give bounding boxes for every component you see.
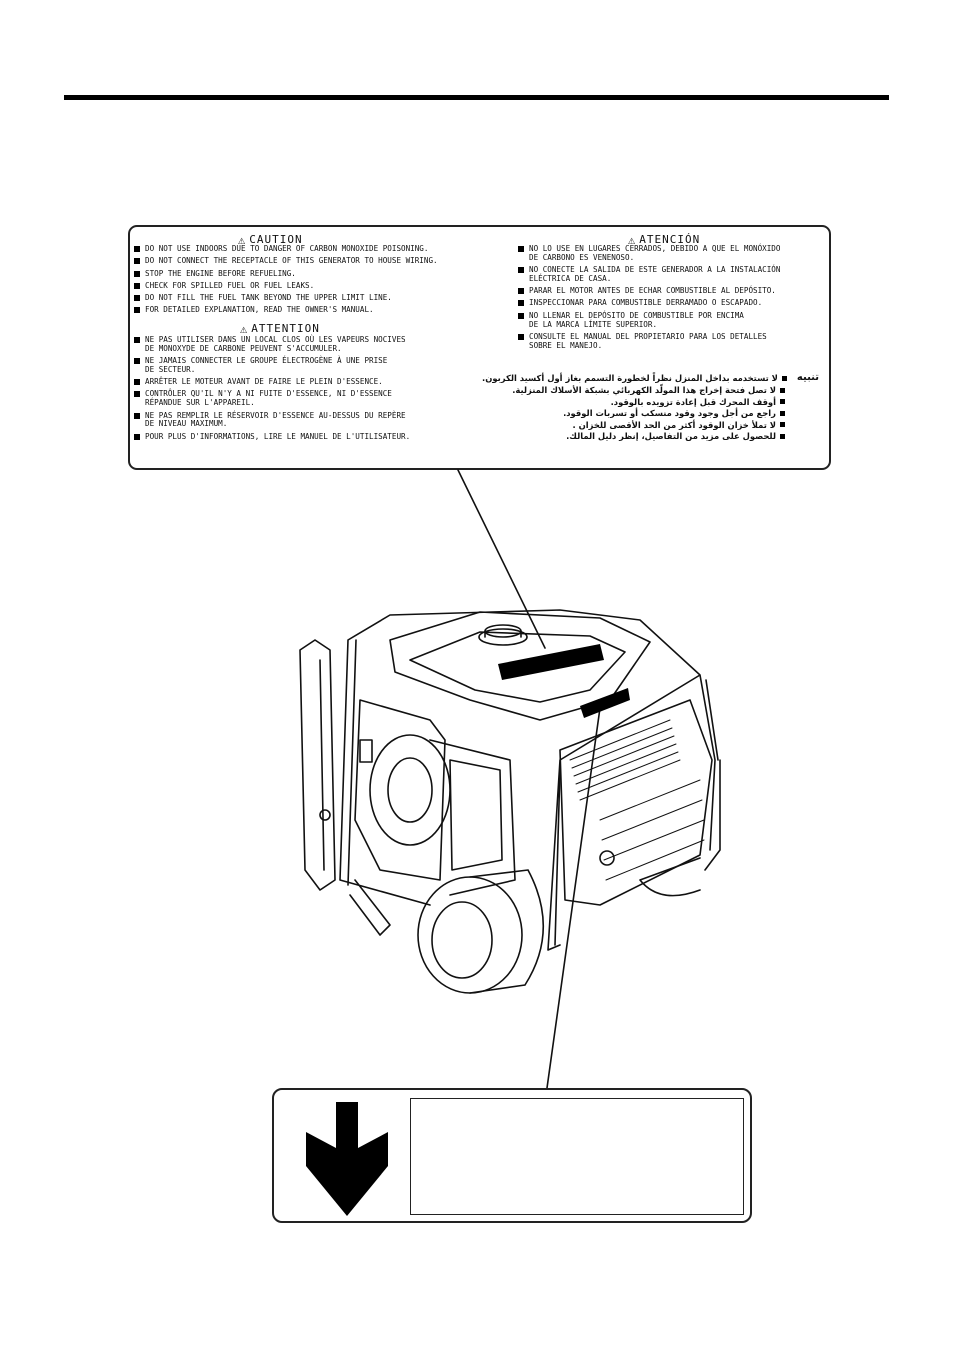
- bullet-square-icon: [780, 422, 785, 428]
- caution-list-fr: NE PAS UTILISER DANS UN LOCAL CLOS OÙ LE…: [134, 335, 410, 445]
- bullet-square-icon: [518, 267, 524, 274]
- bullet-square-icon: [134, 391, 140, 398]
- bullet-square-icon: [134, 358, 140, 365]
- caution-item-fr: CONTRÔLER QU'IL N'Y A NI FUITE D'ESSENCE…: [134, 390, 410, 408]
- leader-line-side: [546, 707, 601, 1089]
- caution-item-es: NO LO USE EN LUGARES CERRADOS, DEBIDO A …: [518, 244, 780, 263]
- warning-triangle-icon: ⚠: [238, 232, 247, 247]
- leader-line-top: [457, 469, 546, 649]
- caution-item-es: NO CONECTE LA SALIDA DE ESTE GENERADOR A…: [518, 265, 780, 284]
- bullet-square-icon: [518, 300, 524, 307]
- bullet-square-icon: [518, 312, 524, 319]
- caution-item-en: DO NOT CONNECT THE RECEPTACLE OF THIS GE…: [134, 256, 438, 266]
- bullet-square-icon: [518, 246, 524, 252]
- caution-heading-es: ⚠ ATENCIÓN: [628, 232, 701, 247]
- bullet-square-icon: [781, 375, 787, 381]
- bullet-square-icon: [134, 433, 140, 440]
- bullet-square-icon: [134, 412, 140, 419]
- warning-triangle-icon: ⚠: [628, 232, 637, 247]
- caution-list-en: DO NOT USE INDOORS DUE TO DANGER OF CARB…: [134, 244, 438, 319]
- bullet-square-icon: [134, 379, 140, 386]
- caution-item-ar: للحصول على مزيد من التفاصيل، إنظر دليل ا…: [482, 431, 785, 441]
- bullet-square-icon: [134, 282, 140, 289]
- bullet-square-icon: [134, 295, 140, 302]
- caution-item-fr: NE PAS UTILISER DANS UN LOCAL CLOS OÙ LE…: [134, 335, 410, 354]
- caution-item-fr: NE PAS REMPLIR LE RÉSERVOIR D'ESSENCE AU…: [134, 411, 410, 430]
- bullet-square-icon: [518, 333, 524, 340]
- caution-item-en: DO NOT USE INDOORS DUE TO DANGER OF CARB…: [134, 244, 438, 254]
- top-rule: [64, 95, 889, 100]
- bullet-square-icon: [780, 410, 785, 416]
- bullet-square-icon: [780, 387, 785, 393]
- bullet-square-icon: [134, 307, 140, 314]
- caution-item-en: STOP THE ENGINE BEFORE REFUELING.: [134, 269, 438, 279]
- warning-triangle-icon: ⚠: [240, 321, 249, 336]
- caution-item-ar: لا تصل فتحة إخراج هذا المولّد الكهربائي …: [482, 385, 785, 395]
- sticker-blank-panel: [410, 1098, 744, 1215]
- label-patch-top: [498, 644, 604, 680]
- caution-heading-fr: ⚠ ATTENTION: [240, 321, 320, 336]
- caution-item-ar: أوقف المحرك قبل إعادة تزويده بالوقود.: [482, 397, 785, 407]
- caution-item-fr: POUR PLUS D'INFORMATIONS, LIRE LE MANUEL…: [134, 432, 410, 442]
- caution-item-en: FOR DETAILED EXPLANATION, READ THE OWNER…: [134, 306, 438, 315]
- caution-item-es: INSPECCIONAR PARA COMBUSTIBLE DERRAMADO …: [518, 299, 780, 308]
- bullet-square-icon: [518, 288, 524, 295]
- caution-item-en: CHECK FOR SPILLED FUEL OR FUEL LEAKS.: [134, 281, 438, 291]
- caution-item-ar: راجع من أجل وجود وقود منسكب أو تسربات ال…: [482, 408, 785, 418]
- caution-item-fr: ARRÊTER LE MOTEUR AVANT DE FAIRE LE PLEI…: [134, 377, 410, 387]
- bullet-square-icon: [134, 270, 140, 277]
- bullet-square-icon: [780, 399, 785, 405]
- caution-item-fr: NE JAMAIS CONNECTER LE GROUPE ÉLECTROGÈN…: [134, 356, 410, 375]
- caution-heading-en: ⚠ CAUTION: [238, 232, 303, 247]
- bullet-square-icon: [134, 246, 140, 252]
- caution-item-ar: لا تملأ خزان الوقود أكثر من الحد الأقصى …: [482, 420, 785, 430]
- caution-item-en: DO NOT FILL THE FUEL TANK BEYOND THE UPP…: [134, 293, 438, 303]
- caution-item-es: PARAR EL MOTOR ANTES DE ECHAR COMBUSTIBL…: [518, 286, 780, 296]
- bullet-square-icon: [134, 258, 140, 265]
- caution-item-es: CONSULTE EL MANUAL DEL PROPIETARIO PARA …: [518, 332, 780, 351]
- bullet-square-icon: [134, 337, 140, 343]
- caution-label: ⚠ CAUTION DO NOT USE INDOORS DUE TO DANG…: [128, 225, 831, 470]
- caution-item-es: NO LLENAR EL DEPÓSITO DE COMBUSTIBLE POR…: [518, 311, 780, 330]
- arrow-sticker: [272, 1088, 752, 1223]
- bullet-square-icon: [780, 433, 785, 439]
- caution-heading-ar: تنبيه: [796, 372, 819, 383]
- caution-list-es: NO LO USE EN LUGARES CERRADOS, DEBIDO A …: [518, 244, 780, 354]
- down-arrow-icon: [306, 1102, 388, 1216]
- label-patch-side: [580, 688, 630, 718]
